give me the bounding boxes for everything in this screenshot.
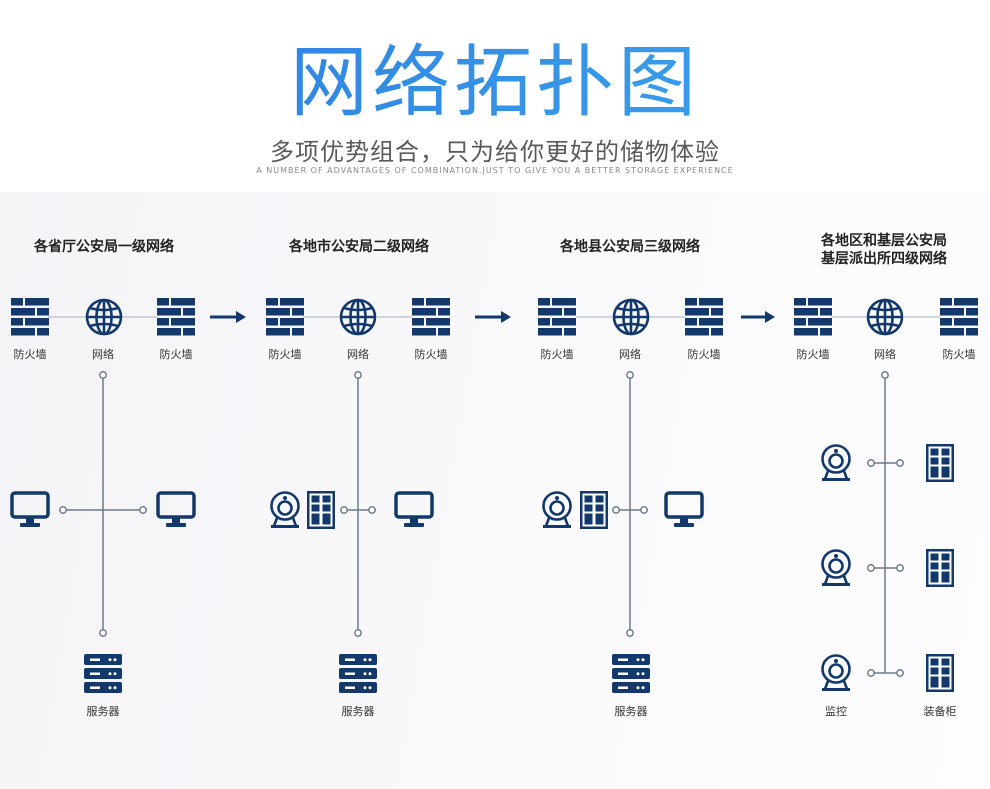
globe-icon (85, 298, 123, 336)
cabinet-icon (307, 491, 335, 529)
firewall-label: 防火墙 (796, 348, 830, 361)
network-label: 网络 (619, 348, 641, 361)
arrow-right-icon (741, 311, 775, 323)
firewall-label: 防火墙 (159, 348, 193, 361)
globe-icon (339, 298, 377, 336)
firewall-icon (266, 298, 304, 336)
node-dot (867, 564, 875, 572)
group-1-heading: 各省厅公安局一级网络 (34, 239, 174, 255)
webcam-icon (819, 654, 853, 692)
firewall-label: 防火墙 (13, 348, 47, 361)
cabinet-icon (926, 444, 954, 482)
page-subtitle: 多项优势组合，只为给你更好的储物体验 (270, 138, 720, 166)
node-dot (626, 629, 634, 637)
group-4-heading-line1: 各地区和基层公安局 (821, 233, 947, 249)
network-label: 网络 (92, 348, 114, 361)
cabinet-icon (926, 549, 954, 587)
cabinet-icon (580, 491, 608, 529)
webcam-icon (540, 491, 574, 529)
server-icon (84, 654, 122, 694)
server-label: 服务器 (614, 705, 648, 718)
node-dot (867, 459, 875, 467)
firewall-label: 防火墙 (942, 348, 976, 361)
surveillance-label: 监控 (825, 705, 847, 718)
webcam-icon (819, 549, 853, 587)
arrow-right-icon (475, 311, 511, 323)
monitor-icon (10, 491, 50, 529)
firewall-icon (157, 298, 195, 336)
cabinet-icon (926, 654, 954, 692)
firewall-icon (538, 298, 576, 336)
firewall-icon (940, 298, 978, 336)
node-dot (59, 506, 67, 514)
webcam-icon (268, 491, 302, 529)
node-dot (354, 371, 362, 379)
firewall-label: 防火墙 (540, 348, 574, 361)
node-dot (354, 629, 362, 637)
firewall-icon (794, 298, 832, 336)
server-icon (339, 654, 377, 694)
node-dot (867, 669, 875, 677)
node-dot (139, 506, 147, 514)
group-4-heading-line2: 基层派出所四级网络 (821, 251, 947, 267)
node-dot (881, 371, 889, 379)
node-dot (99, 629, 107, 637)
group-3-heading: 各地县公安局三级网络 (560, 239, 700, 255)
server-icon (612, 654, 650, 694)
group-2-heading: 各地市公安局二级网络 (289, 239, 429, 255)
firewall-icon (11, 298, 49, 336)
firewall-label: 防火墙 (414, 348, 448, 361)
node-dot (896, 669, 904, 677)
globe-icon (612, 298, 650, 336)
monitor-icon (394, 491, 434, 529)
node-dot (340, 506, 348, 514)
node-dot (896, 564, 904, 572)
node-dot (612, 506, 620, 514)
page-tagline: A NUMBER OF ADVANTAGES OF COMBINATION.JU… (256, 166, 734, 175)
network-label: 网络 (347, 348, 369, 361)
page-title: 网络拓扑图 (0, 38, 990, 128)
node-dot (896, 459, 904, 467)
firewall-label: 防火墙 (687, 348, 721, 361)
equipment-cabinet-label: 装备柜 (923, 705, 957, 718)
group-4-heading: 各地区和基层公安局 基层派出所四级网络 (800, 232, 968, 268)
webcam-icon (819, 444, 853, 482)
globe-icon (866, 298, 904, 336)
monitor-icon (664, 491, 704, 529)
firewall-label: 防火墙 (268, 348, 302, 361)
firewall-icon (685, 298, 723, 336)
monitor-icon (156, 491, 196, 529)
node-dot (368, 506, 376, 514)
network-label: 网络 (874, 348, 896, 361)
arrow-right-icon (210, 311, 246, 323)
node-dot (640, 506, 648, 514)
firewall-icon (412, 298, 450, 336)
server-label: 服务器 (341, 705, 375, 718)
server-label: 服务器 (86, 705, 120, 718)
node-dot (626, 371, 634, 379)
node-dot (99, 371, 107, 379)
